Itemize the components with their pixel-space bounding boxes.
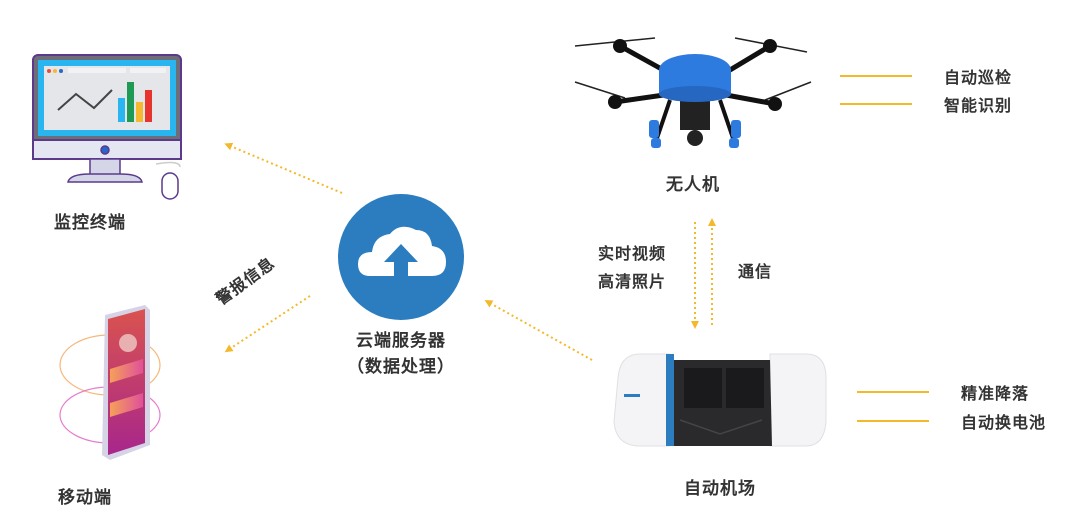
drone-feature-0: 自动巡检 bbox=[840, 64, 1012, 88]
monitor-label: 监控终端 bbox=[54, 213, 126, 233]
drone-feature-1: 智能识别 bbox=[840, 92, 1012, 116]
cloud-upload-icon bbox=[338, 194, 464, 320]
mobile-node: 移动端 bbox=[50, 305, 180, 508]
mobile-label: 移动端 bbox=[58, 488, 112, 508]
media-edge-label: 实时视频 高清照片 bbox=[598, 240, 666, 296]
monitor-node: 监控终端 bbox=[30, 52, 190, 233]
drone-icon bbox=[574, 37, 812, 148]
feature-line bbox=[840, 103, 912, 105]
media-edge-label-line1: 实时视频 bbox=[598, 244, 667, 263]
drone-feature-0-label: 自动巡检 bbox=[944, 68, 1013, 87]
drone-dock-icon bbox=[613, 353, 827, 447]
drone-label: 无人机 bbox=[666, 175, 720, 195]
media-edge-label-line2: 高清照片 bbox=[598, 272, 667, 291]
monitor-icon bbox=[32, 54, 182, 200]
dock-feature-1: 自动换电池 bbox=[857, 409, 1046, 433]
mobile-phone-icon bbox=[59, 305, 161, 460]
drone-feature-1-label: 智能识别 bbox=[944, 96, 1013, 115]
dock-label: 自动机场 bbox=[684, 479, 756, 499]
feature-line bbox=[840, 75, 912, 77]
comm-edge-label: 通信 bbox=[738, 262, 773, 281]
feature-line bbox=[857, 391, 929, 393]
feature-line bbox=[857, 420, 929, 422]
arrow-cloud-to-monitor bbox=[224, 142, 343, 194]
dock-feature-1-label: 自动换电池 bbox=[961, 413, 1047, 432]
cloud-server-label-line1: 云端服务器 bbox=[356, 331, 446, 351]
arrow-cloud-to-mobile bbox=[224, 295, 311, 353]
cloud-server-label-line2: （数据处理） bbox=[347, 357, 455, 377]
arrow-dock-to-cloud bbox=[484, 300, 593, 361]
drone-node: 无人机 bbox=[574, 20, 815, 195]
cloud-server-node: 云端服务器 （数据处理） bbox=[336, 192, 466, 382]
cloud-server-label: 云端服务器 （数据处理） bbox=[336, 328, 466, 380]
dock-feature-0: 精准降落 bbox=[857, 380, 1029, 404]
dock-feature-0-label: 精准降落 bbox=[961, 384, 1030, 403]
dock-node: 自动机场 bbox=[610, 350, 830, 500]
